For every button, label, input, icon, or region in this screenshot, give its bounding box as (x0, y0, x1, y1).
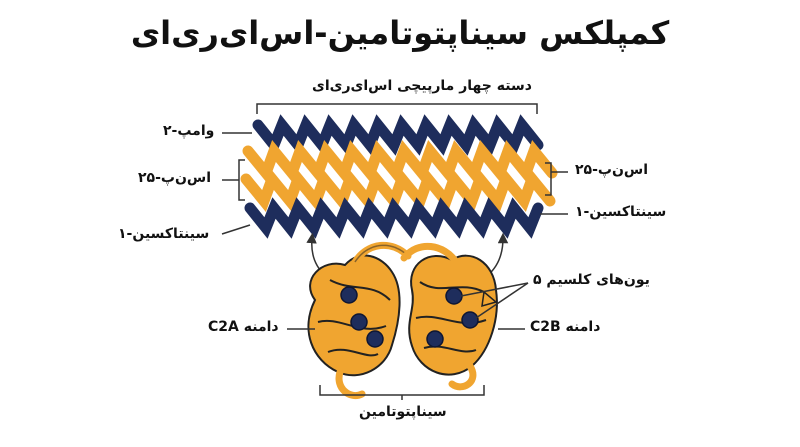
helix-syntaxin1 (244, 197, 544, 239)
calcium-ion (366, 330, 384, 348)
snap25-right-bracket (545, 162, 568, 196)
bundle-label: دسته چهار مارپیچی اس‌ای‌ری‌ای (312, 78, 532, 94)
bundle-bracket (256, 103, 538, 114)
calcium-ion (350, 313, 368, 331)
c2b-domain (400, 242, 498, 391)
calcium-pointer (460, 282, 529, 297)
syntaxin-left-pointer (221, 224, 251, 235)
diagram-title: کمپلکس سیناپتوتامین-اس‌ای‌ری‌ای (130, 14, 670, 52)
calcium-ion (426, 330, 444, 348)
calcium-ion (445, 287, 463, 305)
syntaxin-right-label: سینتاکسین-۱ (575, 204, 667, 220)
helix-snap25-bottom (240, 168, 556, 212)
syntaxin-left-label: سینتاکسین-۱ (118, 226, 210, 242)
calcium-pointer (475, 282, 529, 319)
synaptotagmin-bracket (319, 385, 485, 400)
snap25-left-bracket (222, 159, 245, 201)
calcium-label: یون‌های کلسیم ۵ (533, 272, 650, 288)
vamp2-label: وامپ-۲ (163, 123, 215, 139)
c2a-label: دامنه C2A (208, 319, 279, 335)
helix-snap25-top (242, 140, 558, 184)
c2b-label: دامنه C2B (530, 319, 601, 335)
snap25-right-label: اس‌ن‌پ-۲۵ (575, 162, 649, 178)
calcium-ion (340, 286, 358, 304)
synaptotagmin-label: سیناپتوتامین (359, 404, 447, 420)
snap25-left-label: اس‌ن‌پ-۲۵ (138, 170, 212, 186)
calcium-ion (461, 311, 479, 329)
helix-vamp2 (252, 114, 544, 156)
